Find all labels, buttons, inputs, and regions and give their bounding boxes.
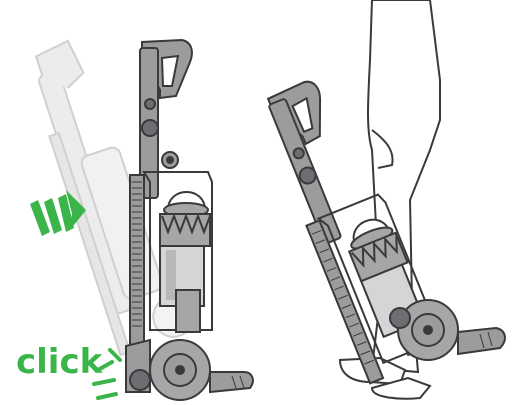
vacuum-tilted-in-use-panel [256, 0, 505, 399]
vacuum-reclining-panel: click [16, 30, 253, 400]
tilted-vacuum-base [390, 300, 505, 360]
click-label: click [16, 342, 104, 382]
upright-vacuum [126, 40, 253, 400]
